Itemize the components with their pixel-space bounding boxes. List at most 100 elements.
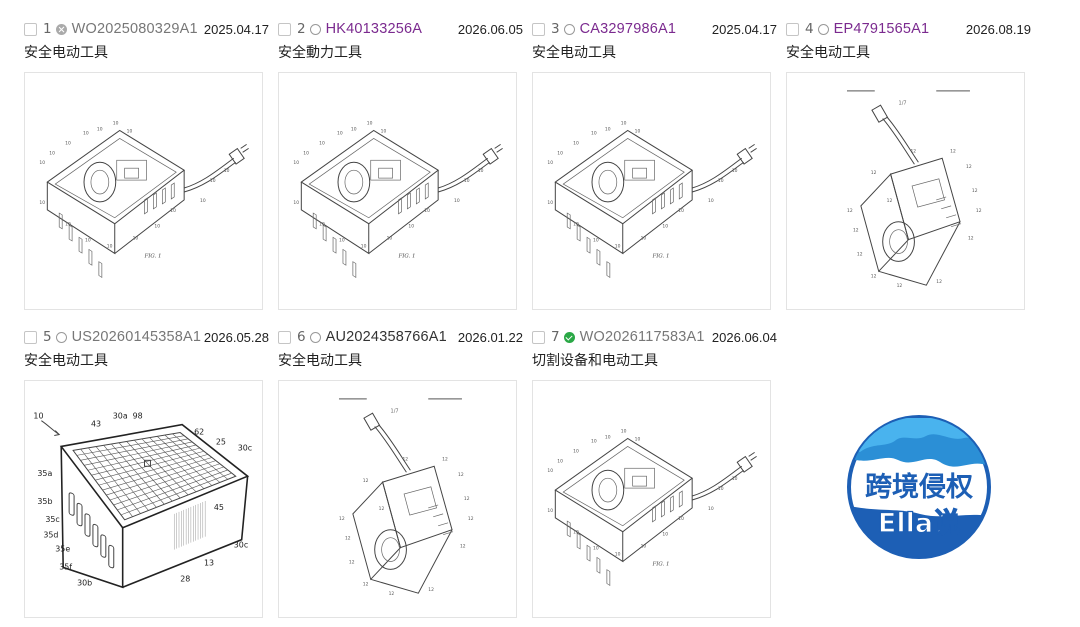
result-card[interactable]: 4 EP4791565A1 2026.08.19 安全电动工具 [786,18,1031,64]
publication-date: 2026.08.19 [965,21,1031,37]
svg-text:28: 28 [180,574,190,583]
select-checkbox[interactable] [278,330,291,344]
patent-title[interactable]: 切割设备和电动工具 [532,353,658,369]
svg-text:12: 12 [339,516,345,522]
svg-text:10: 10 [424,208,430,214]
svg-text:10: 10 [573,530,579,536]
publication-date: 2025.04.17 [203,21,269,37]
publication-date: 2025.04.17 [711,21,777,37]
svg-text:10: 10 [547,468,553,474]
patent-title[interactable]: 安全电动工具 [786,45,870,61]
patent-number-link[interactable]: AU2024358766A1 [325,329,447,345]
svg-text:10: 10 [319,140,325,146]
svg-text:10: 10 [127,128,133,134]
result-index: 3 [551,21,560,37]
patent-title[interactable]: 安全电动工具 [532,45,616,61]
svg-text:10: 10 [351,127,357,133]
svg-text:12: 12 [950,148,956,154]
result-card[interactable]: 1 WO2025080329A1 2025.04.17 安全电动工具 [24,18,269,64]
svg-text:10: 10 [591,130,597,136]
patent-number-link[interactable]: WO2025080329A1 [71,21,198,37]
svg-text:12: 12 [349,559,355,565]
svg-text:10: 10 [464,178,470,184]
patent-title[interactable]: 安全動力工具 [278,45,362,61]
svg-text:FIG. 1: FIG. 1 [651,561,669,567]
svg-text:10: 10 [85,238,91,244]
select-checkbox[interactable] [532,22,545,36]
svg-text:10: 10 [367,121,373,127]
watermark-logo: 跨境侵权 Ella说 [840,408,998,566]
svg-text:1/7: 1/7 [899,101,907,107]
svg-text:10: 10 [547,508,553,514]
svg-text:10: 10 [557,150,563,156]
result-card[interactable]: 2 HK40133256A 2026.06.05 安全動力工具 [278,18,523,64]
patent-number-link[interactable]: US20260145358A1 [71,329,202,345]
svg-text:35a: 35a [37,469,52,478]
svg-text:10: 10 [65,140,71,146]
svg-text:25: 25 [216,437,226,446]
result-card[interactable]: 6 AU2024358766A1 2026.01.22 安全电动工具 [278,326,523,372]
result-card[interactable]: 7 WO2026117583A1 2026.06.04 切割设备和电动工具 [532,326,777,372]
patent-number-link[interactable]: CA3297986A1 [579,21,677,37]
svg-text:10: 10 [293,160,299,166]
svg-text:10: 10 [718,486,724,492]
select-checkbox[interactable] [24,22,37,36]
svg-text:10: 10 [39,160,45,166]
patent-number-link[interactable]: EP4791565A1 [833,21,930,37]
svg-text:10: 10 [605,127,611,133]
svg-text:10: 10 [547,200,553,206]
patent-title[interactable]: 安全电动工具 [24,45,108,61]
svg-text:10: 10 [662,224,668,230]
patent-title[interactable]: 安全电动工具 [278,353,362,369]
svg-text:10: 10 [170,208,176,214]
select-checkbox[interactable] [786,22,799,36]
svg-text:10: 10 [200,198,206,204]
result-card[interactable]: 3 CA3297986A1 2025.04.17 安全电动工具 [532,18,777,64]
svg-text:10: 10 [454,198,460,204]
svg-text:12: 12 [468,516,474,522]
result-card[interactable]: 5 US20260145358A1 2026.05.28 安全电动工具 [24,326,269,372]
patent-title[interactable]: 安全电动工具 [24,353,108,369]
select-checkbox[interactable] [278,22,291,36]
svg-text:13: 13 [204,558,214,567]
svg-text:10: 10 [593,238,599,244]
svg-text:10: 10 [133,236,139,242]
svg-text:10: 10 [605,435,611,441]
pending-status-icon [563,23,575,35]
svg-text:30c: 30c [238,443,252,452]
select-checkbox[interactable] [532,330,545,344]
svg-text:10: 10 [635,128,641,134]
svg-text:10: 10 [615,244,621,250]
svg-text:35e: 35e [55,545,70,554]
svg-text:12: 12 [379,506,385,512]
patent-number-link[interactable]: HK40133256A [325,21,423,37]
svg-text:10: 10 [573,222,579,228]
svg-text:10: 10 [547,160,553,166]
svg-text:10: 10 [224,168,230,174]
patent-number-link[interactable]: WO2026117583A1 [579,329,705,345]
svg-text:10: 10 [678,516,684,522]
result-index: 6 [297,329,306,345]
svg-text:10: 10 [662,532,668,538]
svg-text:10: 10 [732,476,738,482]
svg-text:10: 10 [557,458,563,464]
publication-date: 2026.01.22 [457,329,523,345]
svg-text:12: 12 [363,581,369,587]
svg-text:12: 12 [363,478,369,484]
svg-text:12: 12 [857,251,863,257]
svg-text:10: 10 [591,438,597,444]
svg-text:10: 10 [478,168,484,174]
select-checkbox[interactable] [24,330,37,344]
watermark-line2: Ella说 [878,508,960,539]
svg-text:10: 10 [361,244,367,250]
result-index: 7 [551,329,560,345]
withdrawn-status-icon [55,23,67,35]
svg-text:10: 10 [113,121,119,127]
